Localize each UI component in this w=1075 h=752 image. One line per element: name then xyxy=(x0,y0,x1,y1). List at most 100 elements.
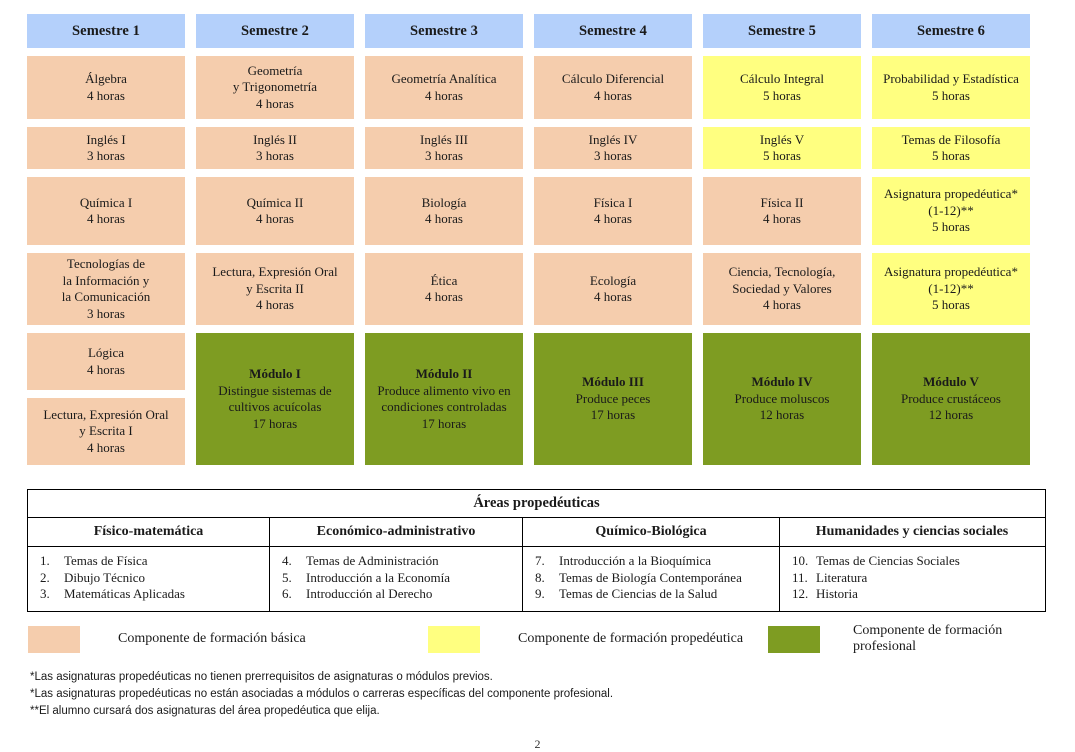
course-name: Química II xyxy=(246,194,304,210)
legend-item: Componente de formación profesional xyxy=(768,623,1048,655)
course-hours: 4 horas xyxy=(87,361,125,377)
course-name: Módulo IV xyxy=(751,374,813,390)
course-hours: 5 horas xyxy=(763,87,801,103)
area-subject-label: Temas de Biología Contemporánea xyxy=(559,569,742,585)
course-name: Cálculo Diferencial xyxy=(561,71,665,86)
area-column-header: Económico-administrativo xyxy=(270,518,523,546)
area-subject-label: Introducción a la Bioquímica xyxy=(559,553,711,568)
course-name: Inglés II xyxy=(253,131,297,147)
course-name-cont: condiciones controladas xyxy=(381,399,507,414)
course-name: Módulo II xyxy=(415,366,473,381)
course-cell: Asignatura propedéutica*(1-12)**5 horas xyxy=(872,253,1030,325)
list-item: 9. Temas de Ciencias de la Salud xyxy=(523,586,779,603)
course-name: Inglés III xyxy=(419,131,468,147)
area-subject-number: 10. xyxy=(792,553,809,568)
list-item: 7.Introducción a la Bioquímica xyxy=(523,553,779,570)
area-subject-label: Temas de Ciencias de la Salud xyxy=(559,586,718,601)
list-item: 4. Temas de Administración xyxy=(270,553,522,570)
semester-header: Semestre 3 xyxy=(365,14,523,48)
area-subject-label: Temas de Administración xyxy=(306,553,439,568)
list-item: 1.Temas de Física xyxy=(28,553,269,570)
area-subject-label: Temas de Ciencias Sociales xyxy=(816,553,960,568)
course-hours: 3 horas xyxy=(87,148,125,163)
area-subject-label: Introducción a la Economía xyxy=(306,569,451,585)
course-hours: 12 horas xyxy=(759,407,805,423)
list-item: 8.Temas de Biología Contemporánea xyxy=(523,570,779,587)
course-name: Geometría xyxy=(247,62,303,78)
course-name-cont: Distingue sistemas de xyxy=(218,382,332,398)
course-hours: 3 horas xyxy=(256,148,294,163)
legend-item: Componente de formación básica xyxy=(28,623,428,655)
list-item: 10. Temas de Ciencias Sociales xyxy=(780,553,1044,570)
course-name: Química I xyxy=(79,194,133,210)
course-hours: 5 horas xyxy=(763,148,801,163)
legend-item: Componente de formación propedéutica xyxy=(428,623,768,655)
list-item: 11. Literatura xyxy=(780,570,1044,587)
course-name: Álgebra xyxy=(85,71,127,86)
semester-header: Semestre 5 xyxy=(703,14,861,48)
course-hours: 4 horas xyxy=(256,95,294,111)
course-name: Asignatura propedéutica* xyxy=(884,264,1018,280)
course-hours: 5 horas xyxy=(932,297,970,313)
area-column-header: Humanidades y ciencias sociales xyxy=(780,518,1044,546)
course-name: Lógica xyxy=(87,345,125,360)
course-hours: 4 horas xyxy=(763,211,801,226)
course-hours: 17 horas xyxy=(421,415,467,431)
area-subject-number: 4. xyxy=(282,553,292,568)
area-column-header: Químico-Biológica xyxy=(523,518,780,546)
list-item: 3.Matemáticas Aplicadas xyxy=(28,586,269,603)
course-name: Módulo III xyxy=(582,374,644,390)
area-subject-label: Literatura xyxy=(816,569,868,585)
course-hours: 3 horas xyxy=(87,305,125,321)
course-hours: 3 horas xyxy=(425,148,463,163)
area-subject-list: 10. Temas de Ciencias Sociales 11. Literatu… xyxy=(780,547,1044,611)
course-name: Probabilidad y Estadística xyxy=(883,71,1019,86)
course-name: Lectura, Expresión Oral xyxy=(43,406,169,422)
area-name: Económico-administrativo xyxy=(316,524,476,539)
course-name: Geometría Analítica xyxy=(391,71,497,86)
footnote-line: *Las asignaturas propedéuticas no están … xyxy=(30,688,614,700)
footnotes-block: *Las asignaturas propedéuticas no tienen… xyxy=(30,669,1020,720)
legend-color-swatch xyxy=(28,625,80,653)
course-name-cont: la Información y xyxy=(62,272,150,288)
course-hours: 4 horas xyxy=(594,87,632,103)
course-name: Inglés IV xyxy=(588,131,638,147)
course-name: Ciencia, Tecnología, xyxy=(728,264,836,280)
course-name-cont: y Trigonometría xyxy=(232,79,318,95)
legend-label: Componente de formación propedéutica xyxy=(518,631,744,646)
course-hours: 4 horas xyxy=(425,289,463,304)
area-name: Químico-Biológica xyxy=(595,524,707,539)
course-hours: 17 horas xyxy=(252,415,298,431)
course-cell: Asignatura propedéutica*(1-12)**5 horas xyxy=(872,177,1030,245)
list-item: 6.Introducción al Derecho xyxy=(270,586,522,603)
list-item: 2.Dibujo Técnico xyxy=(28,570,269,587)
area-subject-label: Temas de Física xyxy=(64,553,148,568)
area-subject-number: 11. xyxy=(792,569,808,585)
area-subject-number: 9. xyxy=(535,586,545,601)
legend-label: Componente de formación básica xyxy=(118,631,306,646)
course-hours: 4 horas xyxy=(87,211,125,226)
legend-color-swatch xyxy=(768,625,820,653)
course-hours: 4 horas xyxy=(87,439,125,455)
